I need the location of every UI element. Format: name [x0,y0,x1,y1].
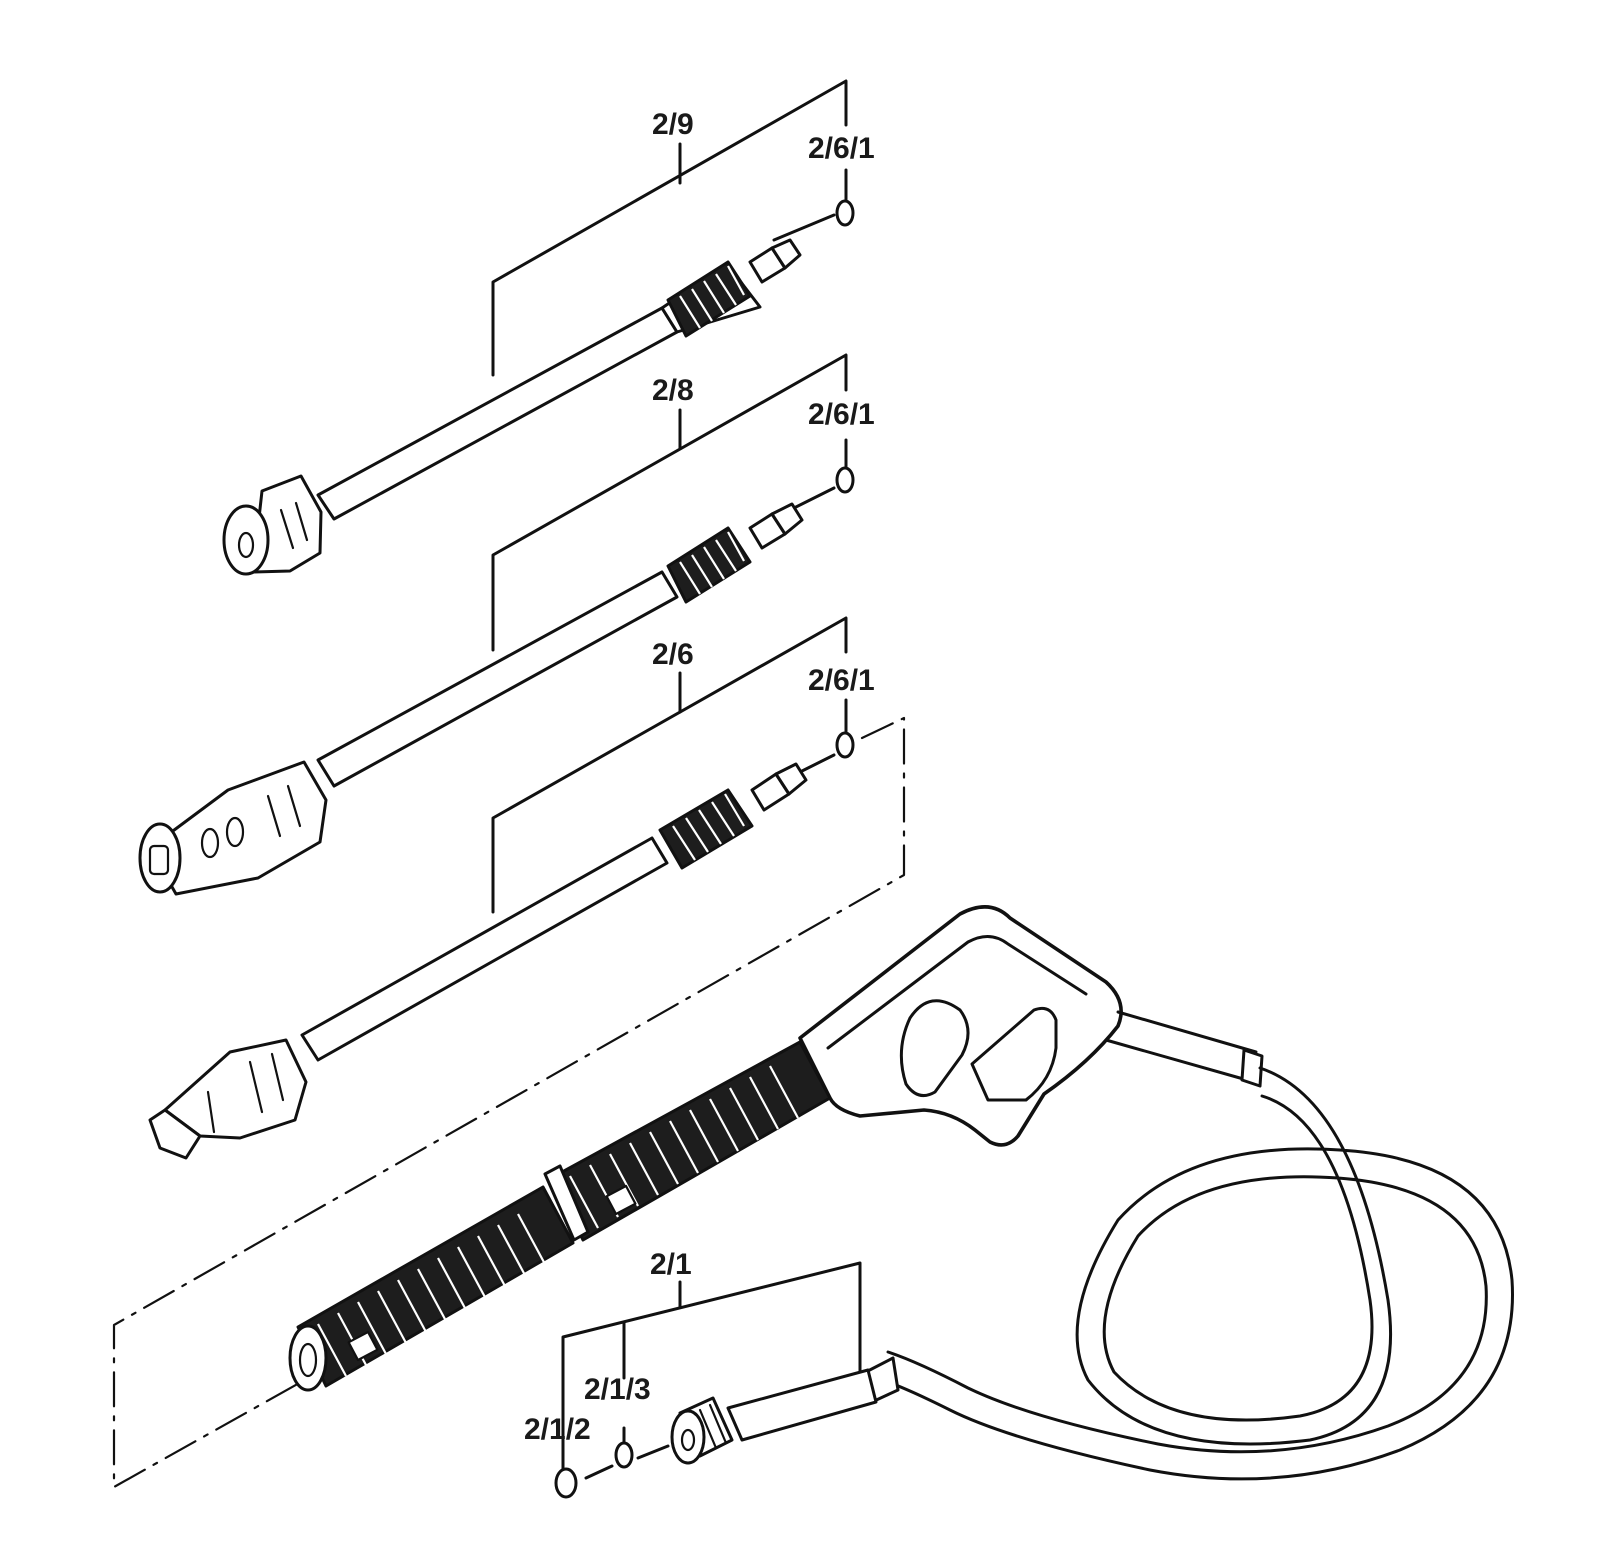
callout-2-6: 2/6 [652,638,694,671]
lance-2-6-grip [658,788,754,870]
extension-tube-upper [543,1040,832,1242]
callout-2-1-3: 2/1/3 [584,1373,651,1406]
o-ring-2-1-2 [554,1467,578,1499]
seal-ring-mid [835,466,855,494]
callout-2-1-2: 2/1/2 [524,1413,591,1446]
lance-2-6 [148,731,855,1160]
leader-lines [491,79,862,1490]
callout-2-6-1-top: 2/6/1 [808,132,875,165]
hose-connector-2-1 [670,1396,734,1465]
callout-2-6-1-low: 2/6/1 [808,664,875,697]
callout-2-1: 2/1 [650,1248,692,1281]
assembly-reference-line [112,716,907,1489]
seal-ring-top [835,199,855,227]
o-ring-2-1-3 [614,1441,634,1469]
callout-2-8: 2/8 [652,374,694,407]
seal-ring-low [835,731,855,759]
callout-2-9: 2/9 [652,108,694,141]
lance-2-9-grip [666,260,752,338]
lance-2-8-grip [666,526,752,604]
extension-tube-lower [288,1185,575,1392]
trigger-gun [726,905,1514,1481]
lance-2-8 [138,466,855,896]
callout-2-6-1-mid: 2/6/1 [808,398,875,431]
lance-2-9 [222,199,855,576]
